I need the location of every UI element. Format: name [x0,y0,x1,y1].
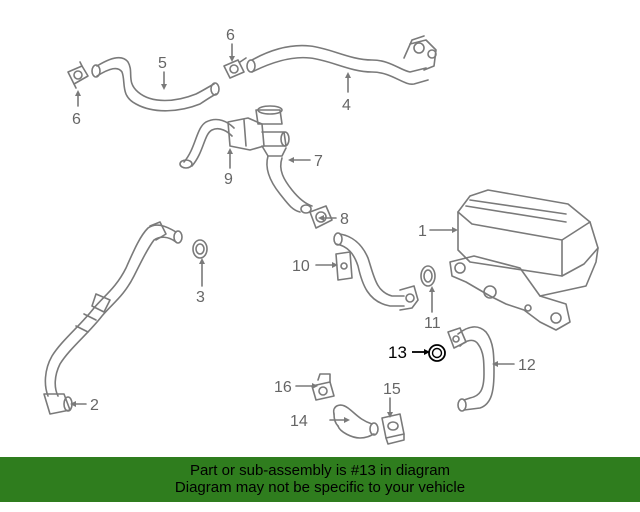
part-13-o-ring [412,344,446,362]
arrowheads [70,56,498,423]
callout-12: 12 [518,357,536,374]
callout-6-left: 6 [72,111,81,128]
callout-6-right: 6 [226,27,235,44]
part-3-o-ring [192,239,208,259]
part-15-clamp [381,413,405,445]
callout-4: 4 [342,97,351,114]
callout-3: 3 [196,289,205,306]
part-12-hose [447,326,495,412]
callout-1: 1 [418,223,427,240]
banner-line-1: Part or sub-assembly is #13 in diagram [189,462,451,479]
callout-8: 8 [340,211,349,228]
part-16-clamp [311,373,335,401]
part-11-o-ring [420,265,436,287]
banner-line-2: Diagram may not be specific to your vehi… [174,479,466,496]
info-banner: Part or sub-assembly is #13 in diagram D… [0,457,640,502]
callout-16: 16 [274,379,292,396]
part-7-hose [266,155,313,214]
part-4-hose [246,35,437,85]
callout-14: 14 [290,413,308,430]
parts-diagram: 5 6 6 4 9 7 8 3 10 11 1 12 2 16 15 14 13 [43,27,599,445]
part-14-hose [332,404,379,439]
callout-5: 5 [158,55,167,72]
callout-9: 9 [224,171,233,188]
callout-10: 10 [292,258,310,275]
part-1-oil-cooler [449,189,599,331]
callout-15: 15 [383,381,401,398]
part-8-clamp [309,205,333,229]
callout-2: 2 [90,397,99,414]
part-6-clamp-right [223,57,247,79]
leader-lines [73,43,515,421]
callout-11: 11 [424,315,441,332]
part-9-connector [179,105,290,169]
callout-7: 7 [314,153,323,170]
part-2-pipe [43,221,183,415]
part-5-hose [91,56,220,112]
part-6-clamp-left [67,61,89,89]
callout-13-highlighted: 13 [388,343,407,362]
part-10-pipe [333,232,419,311]
